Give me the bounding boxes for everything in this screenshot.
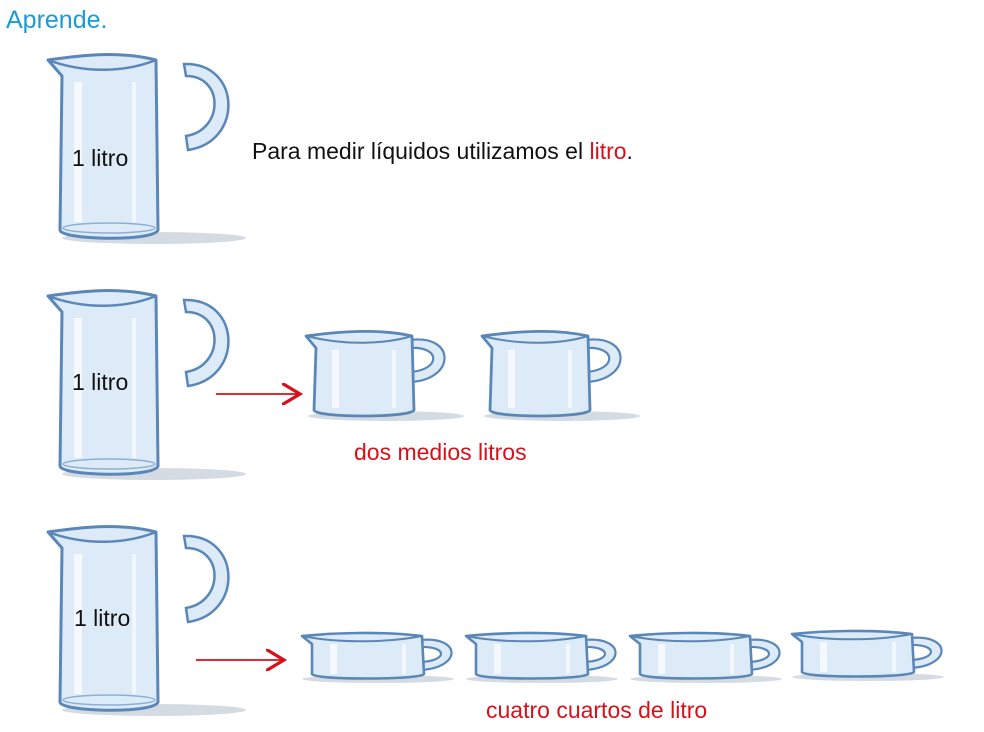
result-label: dos medios litros (354, 439, 527, 465)
quarter-liter-container (300, 631, 456, 685)
intro-sentence: Para medir líquidos utilizamos el litro. (252, 138, 633, 165)
half-liter-container (304, 329, 466, 423)
page-title: Aprende. (6, 6, 108, 34)
half-liter-container (480, 329, 642, 423)
intro-text: Para medir líquidos utilizamos el (252, 138, 590, 164)
quarter-liter-container (464, 631, 620, 685)
result-label: cuatro cuartos de litro (486, 697, 708, 723)
jug-label: 1 litro (72, 145, 129, 171)
jug-label: 1 litro (72, 369, 129, 395)
intro-period: . (626, 138, 633, 164)
quarter-liter-container (790, 629, 946, 683)
quarter-liter-container (628, 631, 784, 685)
jug-label: 1 litro (74, 605, 131, 631)
intro-highlight: litro (589, 138, 627, 164)
